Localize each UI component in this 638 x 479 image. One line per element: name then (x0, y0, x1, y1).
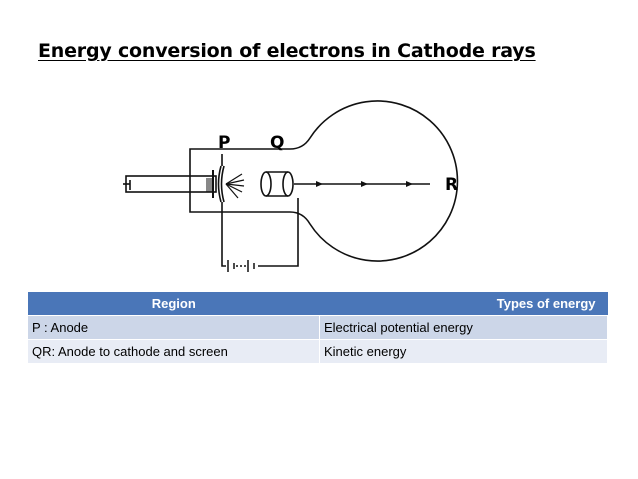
circuit-wire (221, 154, 299, 267)
cathode-ray-tube-svg: P Q R (123, 100, 459, 272)
slide-title: Energy conversion of electrons in Cathod… (38, 40, 536, 62)
cell-energy-type: Kinetic energy (319, 339, 608, 363)
label-r: R (445, 175, 458, 195)
battery (227, 260, 255, 272)
cell-energy-type: Electrical potential energy (319, 315, 608, 340)
electron-gun (125, 175, 217, 193)
anode-q-front (260, 171, 272, 197)
energy-table: Region Types of energy P : Anode Electri… (28, 292, 608, 363)
table-header-row: Region Types of energy (28, 292, 608, 316)
header-energy-type: Types of energy (319, 292, 608, 316)
table-row: QR: Anode to cathode and screen Kinetic … (28, 339, 608, 363)
label-p: P (218, 133, 230, 153)
cell-region: P : Anode (28, 315, 320, 340)
tube-outline (189, 100, 459, 262)
beam-arrow (316, 181, 323, 187)
header-region: Region (28, 292, 320, 316)
table-row: P : Anode Electrical potential energy (28, 315, 608, 340)
cathode-ray-tube-diagram: P Q R (118, 94, 468, 284)
anode-p (217, 165, 222, 203)
label-q: Q (270, 133, 284, 153)
cell-region: QR: Anode to cathode and screen (28, 339, 320, 363)
